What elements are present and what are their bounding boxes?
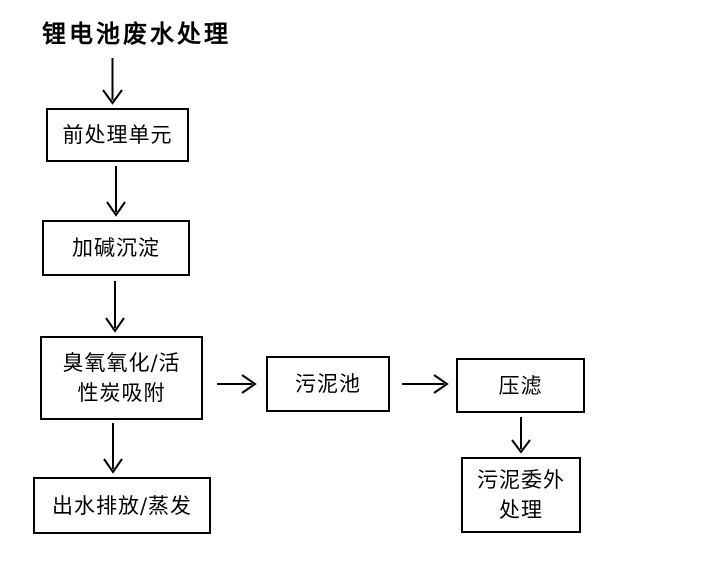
node-alkali-precipitation-label: 加碱沉淀 xyxy=(72,236,160,260)
arrow-filter-press-to-outsourced-icon xyxy=(511,417,531,454)
arrow-ozone-to-sludge-tank-icon xyxy=(217,374,257,394)
node-sludge-outsourced-label-line2: 处理 xyxy=(499,498,543,522)
node-sludge-outsourced-label-line1: 污泥委外 xyxy=(477,468,565,492)
arrow-alkali-to-ozone-icon xyxy=(105,281,125,333)
node-pretreatment: 前处理单元 xyxy=(46,108,189,162)
node-filter-press: 压滤 xyxy=(456,358,585,413)
arrow-start-to-pretreatment-icon xyxy=(102,58,123,105)
arrow-pretreatment-to-alkali-icon xyxy=(106,166,126,217)
arrow-ozone-to-effluent-icon xyxy=(103,423,123,474)
node-ozone-carbon-label-line1: 臭氧氧化/活 xyxy=(62,351,181,375)
node-pretreatment-label: 前处理单元 xyxy=(62,123,173,147)
node-effluent-discharge: 出水排放/蒸发 xyxy=(33,477,211,534)
node-sludge-tank-label: 污泥池 xyxy=(295,372,361,396)
node-ozone-carbon-label-line2: 性炭吸附 xyxy=(77,381,166,405)
diagram-title: 锂电池废水处理 xyxy=(42,19,231,48)
node-ozone-carbon: 臭氧氧化/活 性炭吸附 xyxy=(40,336,203,420)
arrow-sludge-tank-to-filter-press-icon xyxy=(402,374,449,394)
node-filter-press-label: 压滤 xyxy=(498,373,543,398)
node-alkali-precipitation: 加碱沉淀 xyxy=(42,220,190,276)
node-effluent-discharge-label: 出水排放/蒸发 xyxy=(51,493,193,518)
node-sludge-tank: 污泥池 xyxy=(266,356,390,412)
node-sludge-outsourced: 污泥委外 处理 xyxy=(461,457,581,533)
